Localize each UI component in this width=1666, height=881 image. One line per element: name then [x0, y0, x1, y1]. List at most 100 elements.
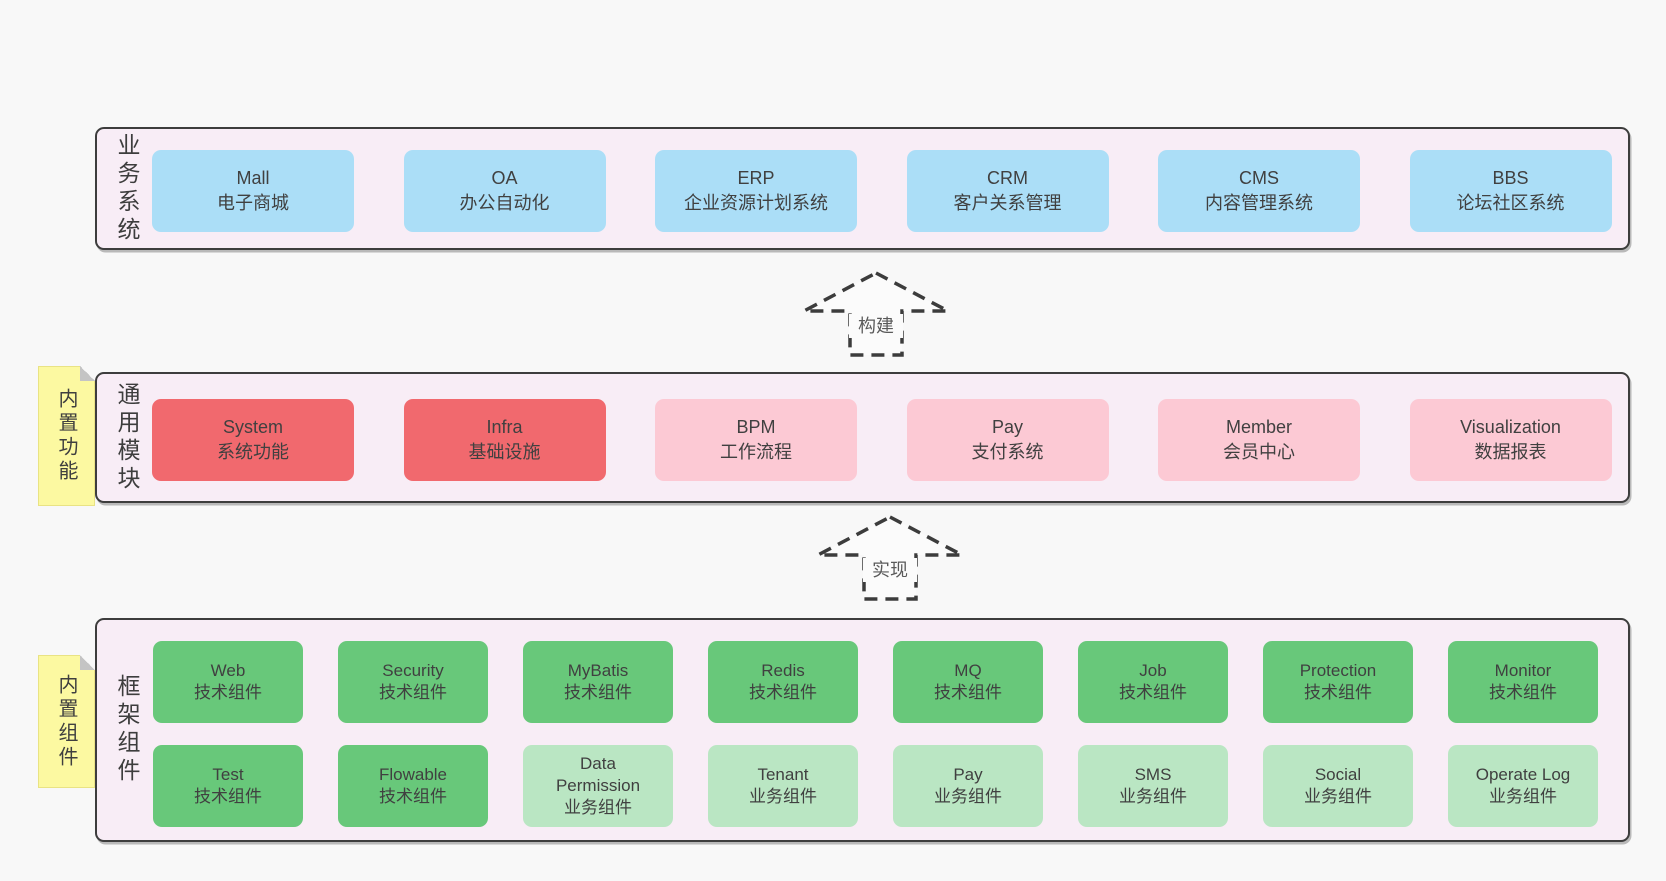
component-desc: 业务组件 [1489, 787, 1557, 806]
component-name: MQ [954, 660, 982, 680]
component-name: SMS [1134, 764, 1172, 784]
component-test: Test 技术组件 [153, 745, 303, 827]
arrow-label-implement: 实现 [872, 560, 908, 580]
module-name: CRM [987, 168, 1028, 189]
folded-corner-icon [80, 655, 95, 670]
component-name: Web [210, 660, 246, 680]
component-desc: 技术组件 [1119, 683, 1187, 702]
component-data-permission: Data Permission 业务组件 [523, 745, 673, 827]
module-system: System 系统功能 [152, 399, 354, 481]
sticky-tag-label: 内置组件 [55, 673, 77, 770]
component-name: Operate Log [1475, 764, 1571, 784]
module-visualization: Visualization 数据报表 [1409, 399, 1612, 481]
module-pay: Pay 支付系统 [906, 399, 1109, 481]
component-web: Web 技术组件 [153, 641, 303, 723]
component-desc: 技术组件 [379, 683, 447, 702]
business-systems-row: Mall 电子商城 OA 办公自动化 ERP 企业资源计划系统 CRM 客户关系… [152, 150, 1612, 232]
component-name: Job [1139, 660, 1167, 680]
component-desc: 技术组件 [194, 683, 262, 702]
module-name: Visualization [1460, 417, 1561, 438]
framework-components-grid: Web 技术组件 Security 技术组件 MyBatis 技术组件 Redi… [153, 641, 1598, 827]
module-member: Member 会员中心 [1158, 399, 1360, 481]
component-pay: Pay 业务组件 [893, 745, 1043, 827]
module-name: OA [491, 168, 518, 189]
module-infra: Infra 基础设施 [403, 399, 606, 481]
component-social: Social 业务组件 [1263, 745, 1413, 827]
module-desc: 客户关系管理 [953, 193, 1062, 213]
module-desc: 数据报表 [1474, 442, 1547, 462]
module-erp: ERP 企业资源计划系统 [655, 150, 857, 232]
component-tenant: Tenant 业务组件 [708, 745, 858, 827]
module-desc: 内容管理系统 [1205, 193, 1313, 213]
component-desc: 技术组件 [749, 683, 817, 702]
component-desc: 业务组件 [1119, 787, 1187, 806]
component-desc: 技术组件 [1304, 683, 1372, 702]
component-security: Security 技术组件 [338, 641, 488, 723]
component-desc: 业务组件 [1304, 787, 1372, 806]
module-name: Pay [991, 417, 1024, 438]
module-name: CMS [1239, 168, 1279, 189]
module-name: ERP [737, 168, 775, 189]
component-desc: 技术组件 [564, 683, 632, 702]
module-desc: 基础设施 [468, 442, 541, 462]
arrow-up-implement-icon: 实现 [815, 514, 965, 602]
component-flowable: Flowable 技术组件 [338, 745, 488, 827]
module-desc: 企业资源计划系统 [684, 193, 828, 213]
component-mq: MQ 技术组件 [893, 641, 1043, 723]
component-desc: 技术组件 [379, 787, 447, 806]
module-name: Infra [486, 417, 523, 438]
component-mybatis: MyBatis 技术组件 [523, 641, 673, 723]
sticky-tag-built-in-components: 内置组件 [38, 655, 95, 788]
module-name: System [222, 417, 283, 438]
module-desc: 论坛社区系统 [1456, 193, 1565, 213]
module-name: Member [1225, 417, 1292, 438]
component-name: Monitor [1494, 660, 1552, 680]
component-desc: 技术组件 [1489, 683, 1557, 702]
component-name: Tenant [757, 764, 809, 784]
layer-label-common-modules: 通用模块 [114, 381, 140, 494]
component-desc: 业务组件 [749, 787, 817, 806]
layer-common-modules: 通用模块 System 系统功能 Infra 基础设施 BPM 工作流程 Pay… [95, 372, 1630, 503]
component-desc: 技术组件 [194, 787, 262, 806]
layer-framework-components: 框架组件 Web 技术组件 Security 技术组件 MyBatis 技术组件… [95, 618, 1630, 842]
component-sms: SMS 业务组件 [1078, 745, 1228, 827]
component-redis: Redis 技术组件 [708, 641, 858, 723]
module-crm: CRM 客户关系管理 [906, 150, 1109, 232]
component-name: Social [1314, 764, 1362, 784]
component-name: Pay [953, 764, 983, 784]
module-oa: OA 办公自动化 [403, 150, 606, 232]
component-operate-log: Operate Log 业务组件 [1448, 745, 1598, 827]
module-desc: 会员中心 [1223, 442, 1295, 462]
module-bpm: BPM 工作流程 [655, 399, 857, 481]
component-name: Security [382, 660, 444, 680]
module-desc: 系统功能 [217, 442, 289, 462]
module-name: BBS [1492, 168, 1529, 189]
module-mall: Mall 电子商城 [152, 150, 354, 232]
arrow-up-build-icon: 构建 [801, 270, 951, 358]
sticky-tag-label: 内置功能 [55, 388, 77, 484]
component-name: Flowable [378, 764, 448, 784]
module-name: BPM [736, 417, 776, 438]
module-name: Mall [236, 168, 270, 189]
component-desc: 业务组件 [564, 798, 632, 818]
layer-label-business-systems: 业务系统 [114, 132, 140, 245]
arrow-label-build: 构建 [858, 316, 894, 336]
module-desc: 工作流程 [720, 442, 792, 462]
component-name: MyBatis [567, 660, 629, 680]
module-bbs: BBS 论坛社区系统 [1409, 150, 1612, 232]
component-job: Job 技术组件 [1078, 641, 1228, 723]
component-monitor: Monitor 技术组件 [1448, 641, 1598, 723]
module-desc: 办公自动化 [459, 193, 550, 213]
sticky-tag-built-in-features: 内置功能 [38, 366, 95, 506]
folded-corner-icon [80, 366, 95, 381]
component-desc: 业务组件 [934, 787, 1002, 806]
common-modules-row: System 系统功能 Infra 基础设施 BPM 工作流程 Pay 支付系统… [152, 399, 1612, 481]
component-name: Data Permission [555, 753, 641, 795]
module-desc: 电子商城 [217, 193, 289, 213]
component-protection: Protection 技术组件 [1263, 641, 1413, 723]
component-name: Test [212, 764, 244, 784]
module-desc: 支付系统 [971, 442, 1044, 462]
layer-business-systems: 业务系统 Mall 电子商城 OA 办公自动化 ERP 企业资源计划系统 CRM… [95, 127, 1630, 250]
component-desc: 技术组件 [934, 683, 1002, 702]
